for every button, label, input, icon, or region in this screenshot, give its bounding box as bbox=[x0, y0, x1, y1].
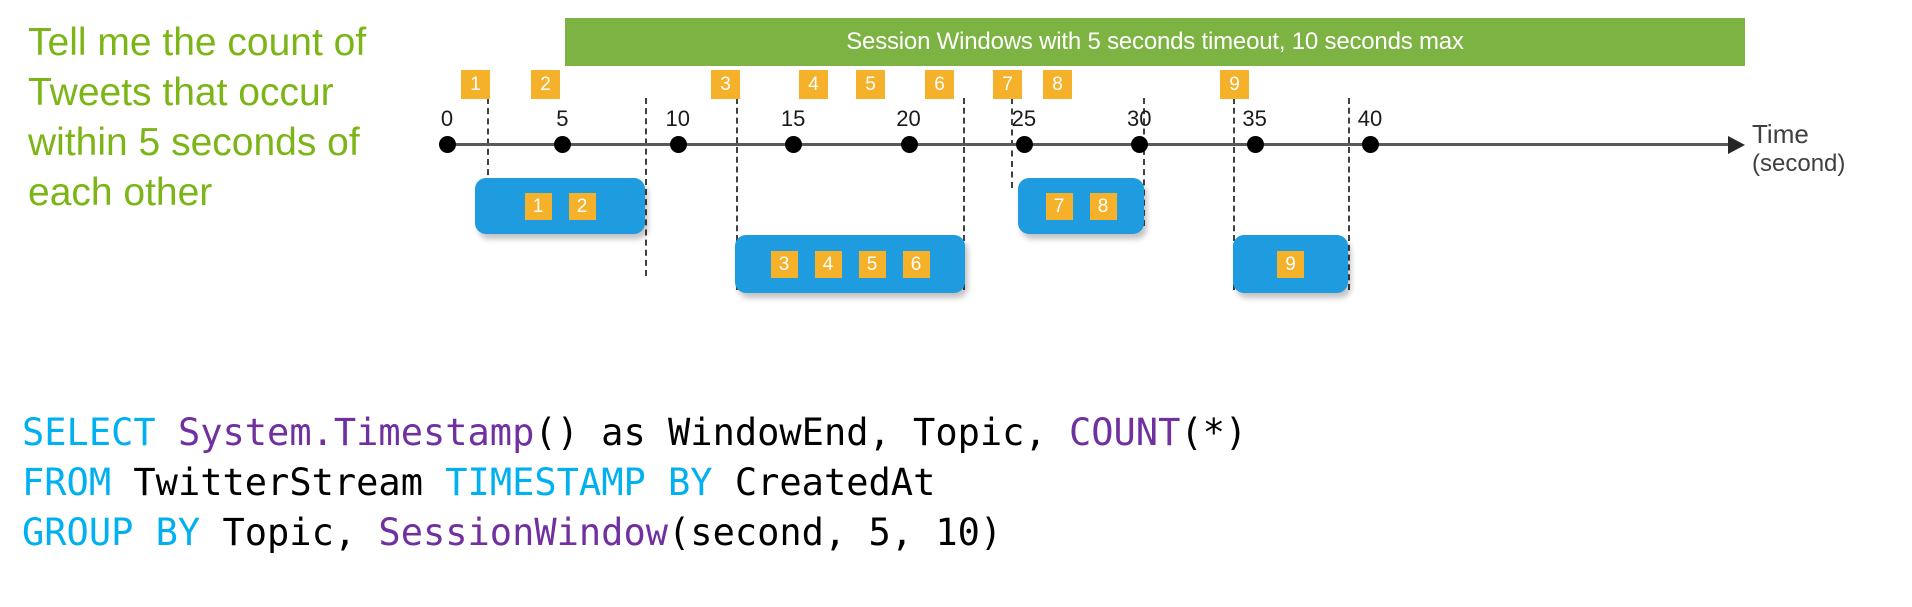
axis-tick-label: 40 bbox=[1357, 106, 1383, 131]
axis-tick-label: 10 bbox=[665, 106, 690, 131]
session-event-marker-5: 5 bbox=[858, 250, 886, 278]
axis-tick-label: 20 bbox=[896, 106, 921, 131]
axis-tick-label: 30 bbox=[1127, 106, 1152, 131]
guide-line bbox=[736, 98, 738, 290]
sql-query-block: SELECT System.Timestamp() as WindowEnd, … bbox=[22, 408, 1247, 558]
axis-tick-label: 35 bbox=[1242, 106, 1267, 131]
time-axis-label: Time bbox=[1752, 119, 1809, 149]
axis-event-dot bbox=[1246, 136, 1264, 153]
axis-tick-label: 25 bbox=[1011, 106, 1037, 131]
sql-token: GROUP BY bbox=[22, 511, 223, 554]
guide-line bbox=[1233, 98, 1235, 290]
sql-line-2: FROM TwitterStream TIMESTAMP BY CreatedA… bbox=[22, 458, 1247, 508]
axis-tick-label: 5 bbox=[556, 106, 569, 131]
event-marker-8: 8 bbox=[1043, 70, 1072, 99]
axis-event-dot bbox=[439, 136, 456, 153]
session-event-marker-4: 4 bbox=[814, 250, 842, 278]
event-marker-1: 1 bbox=[461, 70, 490, 99]
session-window-4: 9 bbox=[1233, 235, 1348, 293]
session-event-marker-7: 7 bbox=[1045, 192, 1073, 220]
event-marker-7: 7 bbox=[993, 70, 1022, 99]
sql-line-3: GROUP BY Topic, SessionWindow(second, 5,… bbox=[22, 508, 1247, 558]
session-event-marker-9: 9 bbox=[1277, 250, 1304, 278]
guide-line bbox=[1143, 98, 1145, 226]
sql-token: TwitterStream bbox=[133, 461, 446, 504]
sql-token: Topic, bbox=[222, 511, 379, 554]
guide-line bbox=[963, 98, 965, 290]
time-axis-arrow-icon bbox=[1728, 136, 1745, 154]
guide-line bbox=[645, 98, 647, 276]
guide-line bbox=[487, 98, 489, 226]
session-event-marker-8: 8 bbox=[1089, 192, 1117, 220]
axis-tick-label: 0 bbox=[440, 106, 454, 131]
axis-event-dot bbox=[1362, 136, 1379, 153]
event-marker-9: 9 bbox=[1220, 70, 1249, 99]
sql-token: () as WindowEnd, Topic, bbox=[534, 411, 1069, 454]
axis-event-dot bbox=[554, 136, 572, 153]
sql-token: CreatedAt bbox=[734, 461, 936, 504]
axis-event-dot bbox=[785, 136, 803, 153]
session-window-diagram: Session Windows with 5 seconds timeout, … bbox=[439, 18, 1846, 293]
session-window-banner-label: Session Windows with 5 seconds timeout, … bbox=[846, 28, 1464, 55]
sql-token: FROM bbox=[22, 461, 134, 504]
axis-event-dot bbox=[900, 136, 918, 153]
time-axis-unit-label: (second) bbox=[1752, 150, 1846, 177]
sql-token: (second, 5, 10) bbox=[668, 511, 1003, 554]
event-marker-2: 2 bbox=[531, 70, 560, 99]
time-axis-line bbox=[447, 143, 1733, 146]
axis-tick-label: 15 bbox=[780, 106, 806, 131]
sql-line-1: SELECT System.Timestamp() as WindowEnd, … bbox=[22, 408, 1247, 458]
event-marker-5: 5 bbox=[856, 70, 885, 99]
sql-token: (*) bbox=[1180, 411, 1248, 454]
sql-token: SessionWindow bbox=[378, 511, 669, 554]
question-text: Tell me the count of Tweets that occur w… bbox=[28, 21, 367, 214]
sql-token: TIMESTAMP BY bbox=[445, 461, 735, 504]
session-window-banner: Session Windows with 5 seconds timeout, … bbox=[565, 18, 1745, 66]
session-event-marker-6: 6 bbox=[902, 250, 930, 278]
sql-token: System.Timestamp bbox=[177, 411, 535, 454]
event-marker-4: 4 bbox=[799, 70, 828, 99]
axis-event-dot bbox=[669, 136, 687, 153]
sql-token: SELECT bbox=[22, 411, 178, 454]
session-event-marker-2: 2 bbox=[568, 192, 596, 220]
event-marker-3: 3 bbox=[711, 70, 740, 99]
session-event-marker-1: 1 bbox=[524, 192, 552, 220]
axis-event-dot bbox=[1015, 136, 1033, 153]
sql-token: COUNT bbox=[1068, 411, 1181, 454]
session-event-marker-3: 3 bbox=[770, 250, 798, 278]
axis-event-dot bbox=[1131, 136, 1149, 153]
guide-line bbox=[1348, 98, 1350, 290]
event-marker-6: 6 bbox=[925, 70, 954, 99]
